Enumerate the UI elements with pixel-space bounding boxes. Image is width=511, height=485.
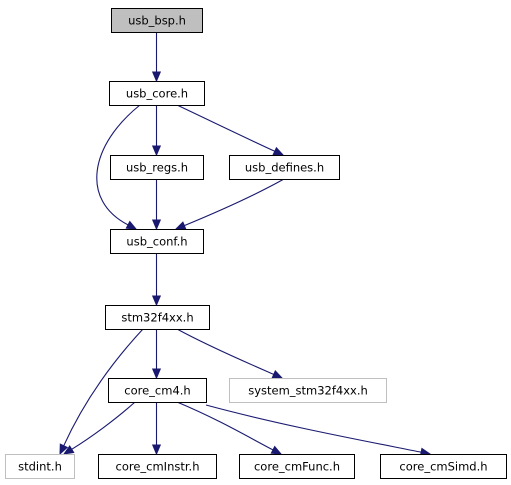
edge-core_cm4-to-stdint [62, 401, 136, 455]
node-box [229, 378, 387, 403]
node-stm32f4xx[interactable]: stm32f4xx.h [105, 305, 210, 330]
node-usb_conf[interactable]: usb_conf.h [110, 229, 204, 254]
node-label: core_cmSimd.h [399, 460, 487, 474]
node-box [5, 454, 75, 479]
node-usb_defines[interactable]: usb_defines.h [229, 155, 340, 180]
node-usb_bsp[interactable]: usb_bsp.h [111, 8, 203, 33]
node-box [110, 155, 204, 180]
arrowhead-icon [59, 443, 69, 456]
node-box [239, 454, 355, 479]
node-label: usb_defines.h [245, 161, 324, 175]
node-box [110, 229, 204, 254]
graph-nodes: usb_bsp.h usb_core.h usb_regs.h usb_defines… [5, 8, 507, 479]
node-usb_core[interactable]: usb_core.h [109, 81, 205, 106]
node-usb_regs[interactable]: usb_regs.h [110, 155, 204, 180]
edge-usb_regs-to-usb_conf [151, 179, 162, 231]
node-box [108, 378, 207, 403]
node-box [98, 454, 217, 479]
arrowhead-icon [151, 219, 162, 231]
edge-line [205, 404, 422, 453]
arrowhead-icon [151, 71, 162, 83]
node-label: usb_bsp.h [128, 14, 186, 28]
edge-core_cm4-to-core_cmInstr [151, 402, 162, 456]
arrowhead-icon [174, 221, 187, 230]
arrowhead-icon [271, 370, 284, 379]
node-core_cm4[interactable]: core_cm4.h [108, 378, 207, 403]
node-label: stdint.h [18, 460, 62, 474]
edge-usb_core-to-usb_defines [176, 104, 285, 156]
edge-line [176, 328, 275, 375]
node-core_cmInstr[interactable]: core_cmInstr.h [98, 454, 217, 479]
edge-stm32f4xx-to-stdint [59, 328, 144, 456]
edge-usb_core-to-usb_regs [151, 105, 162, 157]
node-box [229, 155, 340, 180]
node-system_stm32f4xx[interactable]: system_stm32f4xx.h [229, 378, 387, 403]
arrowhead-icon [125, 220, 138, 230]
arrowhead-icon [62, 445, 75, 455]
node-label: core_cm4.h [124, 384, 190, 398]
node-core_cmFunc[interactable]: core_cmFunc.h [239, 454, 355, 479]
arrowhead-icon [151, 295, 162, 307]
edge-core_cm4-to-core_cmFunc [176, 401, 283, 455]
arrowhead-icon [151, 444, 162, 456]
edge-stm32f4xx-to-core_cm4 [151, 329, 162, 380]
node-label: usb_core.h [126, 87, 188, 101]
node-label: usb_regs.h [126, 161, 188, 175]
edge-core_cm4-to-core_cmSimd [205, 404, 432, 457]
node-box [105, 305, 210, 330]
edge-usb_bsp-to-usb_core [151, 32, 162, 83]
node-core_cmSimd[interactable]: core_cmSimd.h [380, 454, 507, 479]
edge-line [71, 401, 136, 450]
edge-stm32f4xx-to-system_stm32f4xx [176, 328, 284, 379]
node-box [109, 81, 205, 106]
edge-usb_core-to-usb_conf [96, 104, 141, 230]
edge-usb_defines-to-usb_conf [174, 178, 285, 230]
arrowhead-icon [151, 145, 162, 157]
node-box [111, 8, 203, 33]
edge-usb_conf-to-stm32f4xx [151, 253, 162, 307]
edge-line [176, 104, 276, 152]
node-stdint[interactable]: stdint.h [5, 454, 75, 479]
node-box [380, 454, 507, 479]
arrowhead-icon [270, 445, 283, 455]
arrowhead-icon [272, 146, 285, 156]
edge-line [63, 328, 144, 447]
arrowhead-icon [151, 368, 162, 380]
node-label: system_stm32f4xx.h [248, 384, 368, 398]
edge-line [184, 178, 285, 227]
node-label: core_cmInstr.h [116, 460, 200, 474]
graph-edges [59, 32, 432, 457]
node-label: stm32f4xx.h [121, 311, 193, 325]
edge-line [176, 401, 274, 451]
node-label: core_cmFunc.h [254, 460, 340, 474]
node-label: usb_conf.h [126, 235, 187, 249]
edge-line [96, 104, 141, 226]
